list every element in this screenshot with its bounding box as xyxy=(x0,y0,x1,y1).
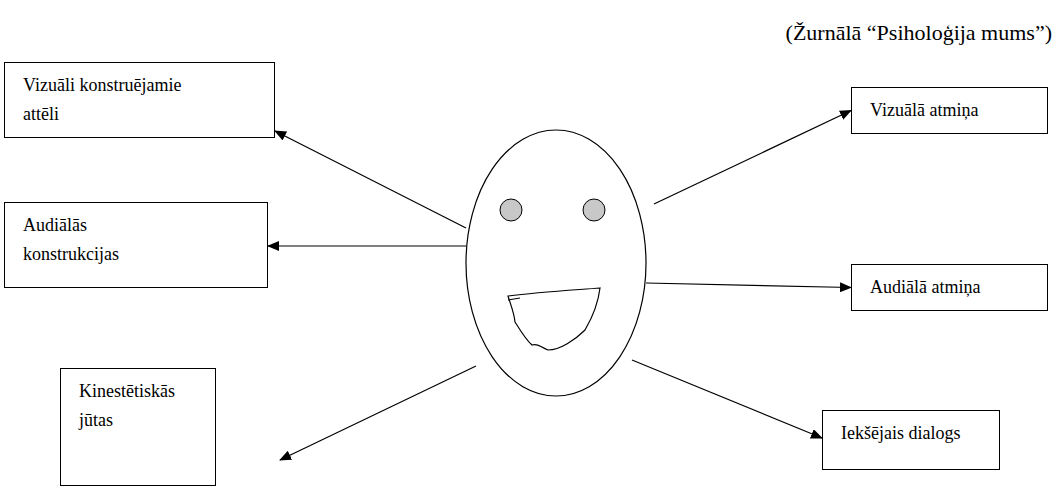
term-text: Kinestētiskās jūtas xyxy=(79,377,205,435)
face-outline xyxy=(466,130,646,396)
term-text: Audiālās konstrukcijas xyxy=(23,211,183,269)
term-text: Vizuālā atmiņa xyxy=(870,96,1037,125)
gaze-arrow xyxy=(654,111,851,205)
term-box: Vizuālā atmiņa xyxy=(851,87,1048,134)
mouth xyxy=(508,288,600,350)
gaze-arrow xyxy=(275,131,466,228)
gaze-arrow xyxy=(646,283,851,288)
term-box: Vizuāli konstruējamie attēli xyxy=(4,62,275,138)
left-eye xyxy=(500,199,522,221)
term-text: Audiālā atmiņa xyxy=(870,273,1037,302)
term-box: Audiālā atmiņa xyxy=(851,264,1048,311)
term-box: Kinestētiskās jūtas xyxy=(60,368,216,486)
term-text: Iekšējais dialogs xyxy=(841,419,989,448)
gaze-arrow xyxy=(632,360,822,438)
term-box: Iekšējais dialogs xyxy=(822,410,1000,470)
gaze-arrow xyxy=(268,245,466,246)
right-eye xyxy=(583,199,605,221)
term-box: Audiālās konstrukcijas xyxy=(4,202,268,288)
source-note: (Žurnālā “Psiholoģija mums”) xyxy=(786,20,1052,46)
term-text: Vizuāli konstruējamie attēli xyxy=(23,71,208,129)
gaze-arrow xyxy=(280,366,476,460)
